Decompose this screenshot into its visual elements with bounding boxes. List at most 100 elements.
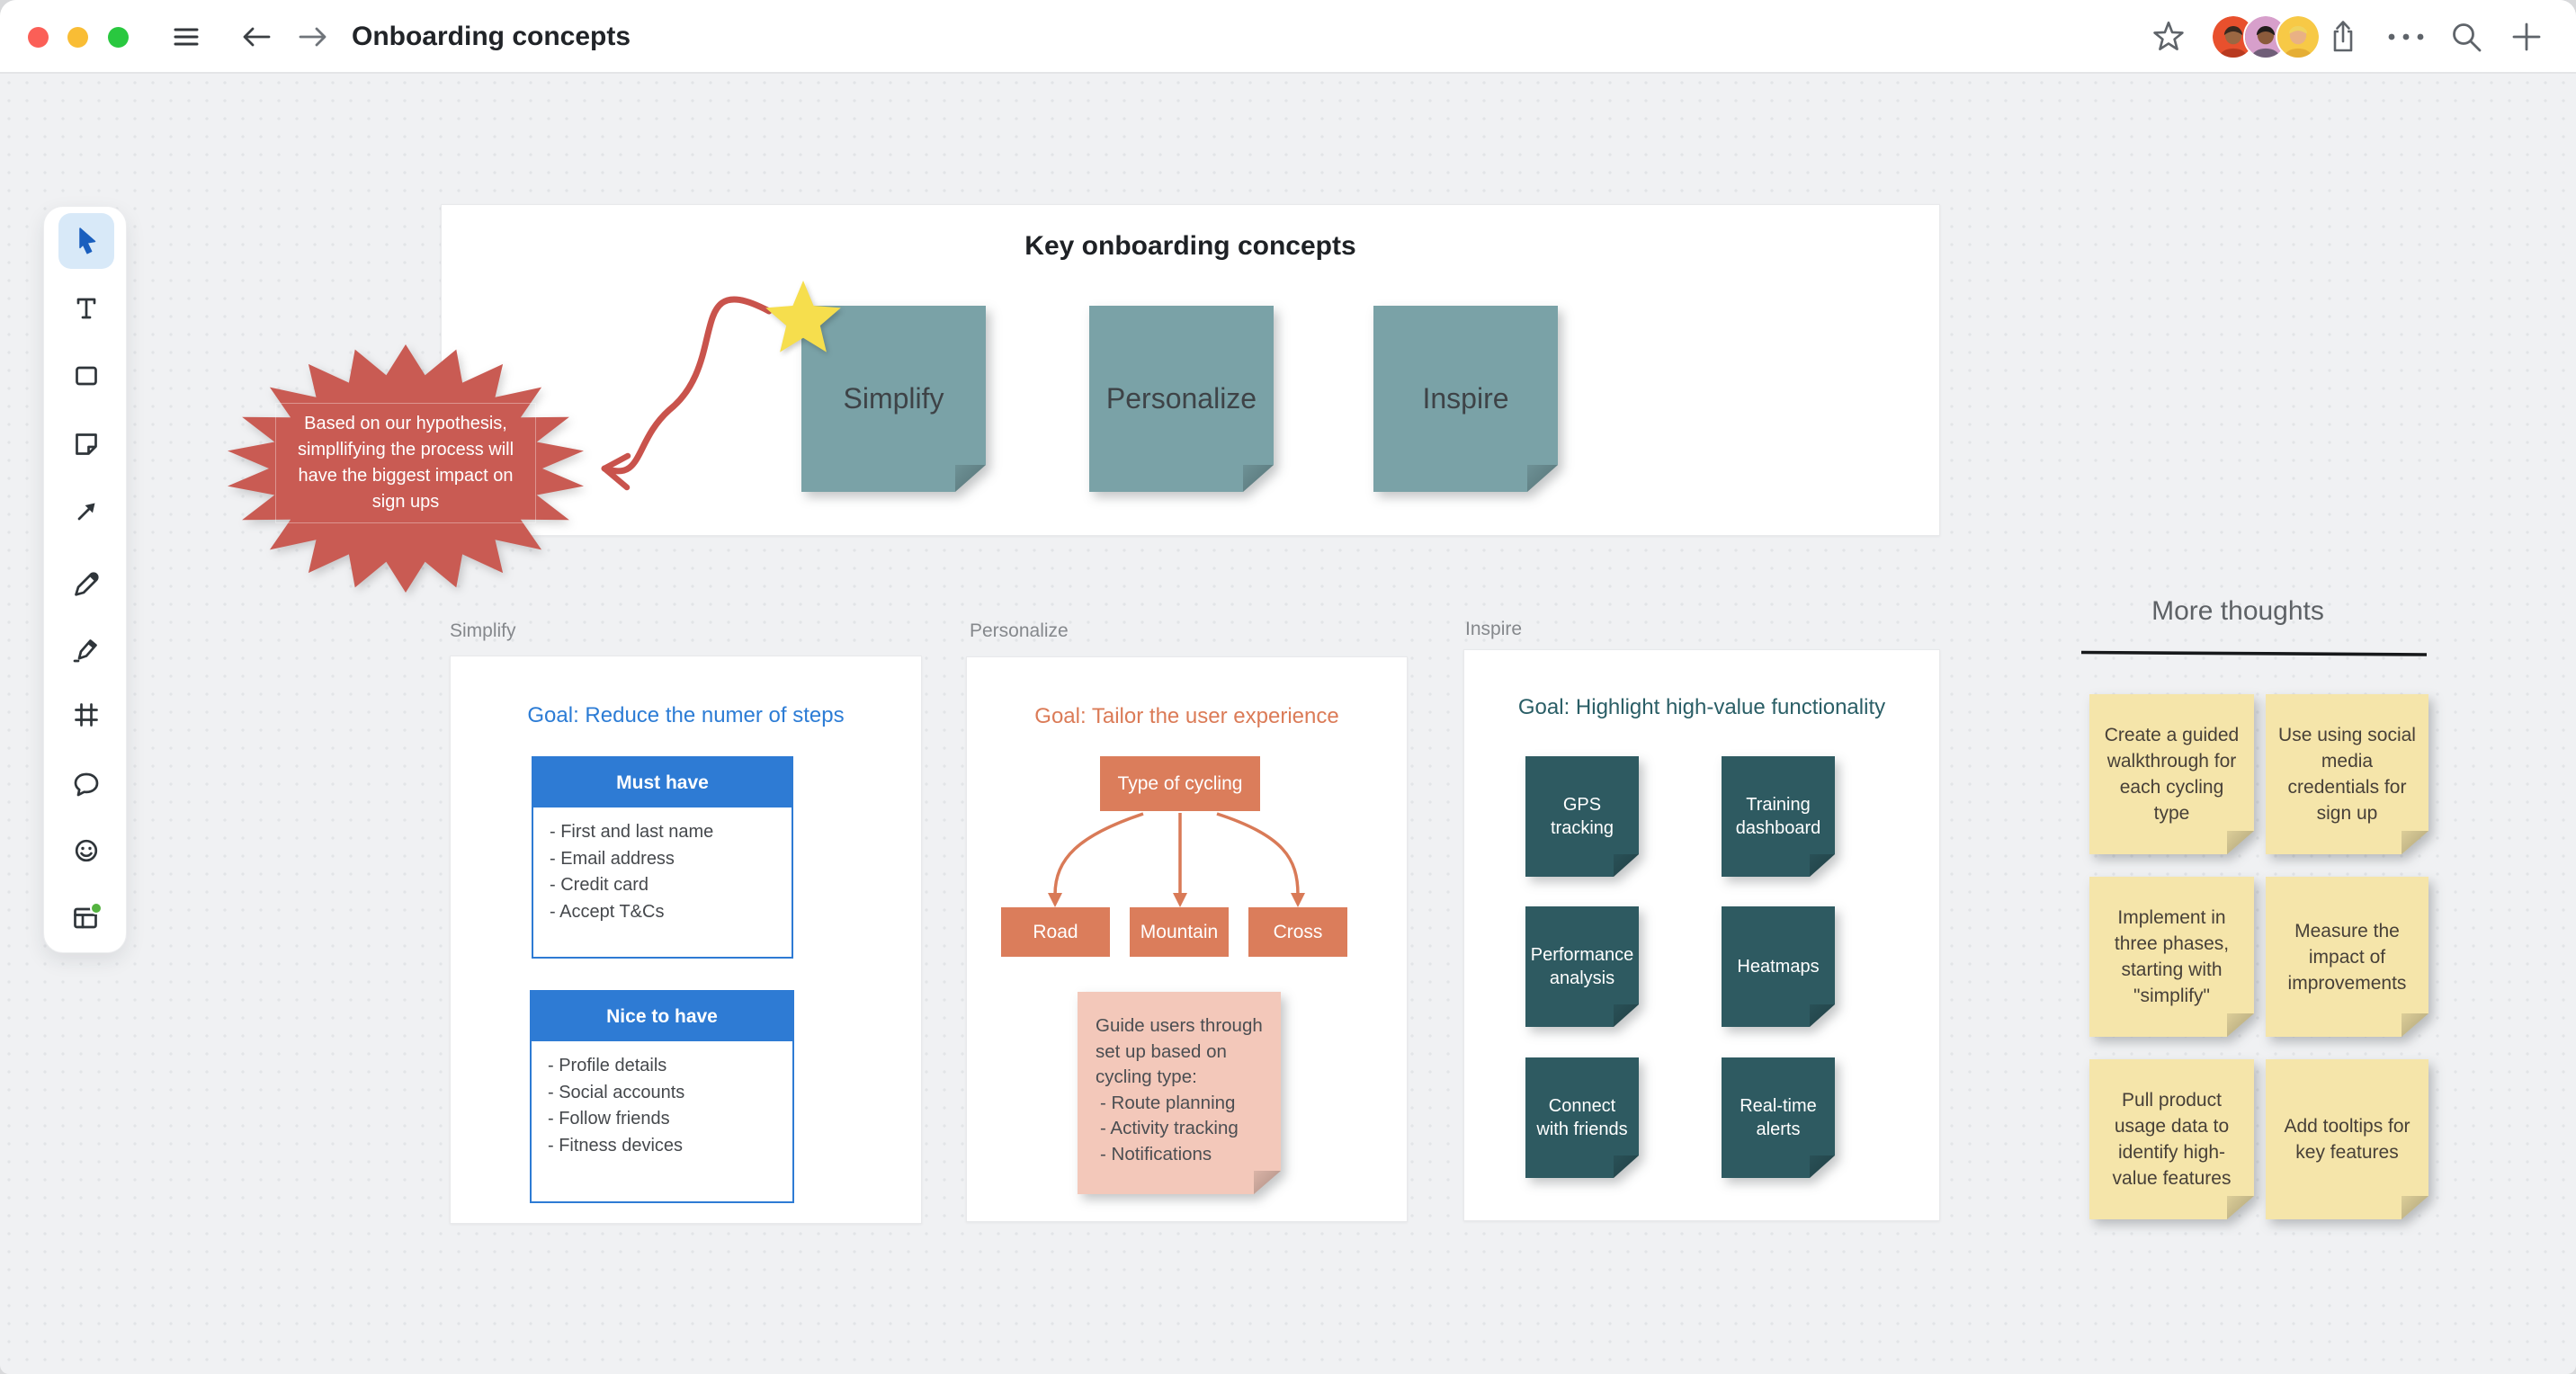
close-button[interactable] xyxy=(28,27,49,48)
sticky-note-personalize[interactable]: Personalize xyxy=(1089,306,1274,492)
flow-box-cross[interactable]: Cross xyxy=(1248,907,1347,957)
note-label: GPS tracking xyxy=(1550,795,1614,838)
hypothesis-text[interactable]: Based on our hypothesis, simpllifying th… xyxy=(275,403,536,523)
flow-box-road[interactable]: Road xyxy=(1001,907,1110,957)
flow-root-box[interactable]: Type of cycling xyxy=(1100,756,1260,811)
tool-shape[interactable] xyxy=(44,343,128,410)
must-have-header: Must have xyxy=(533,758,792,807)
note-label: Inspire xyxy=(1422,382,1509,415)
note-paper xyxy=(1089,306,1274,492)
star-shape[interactable] xyxy=(760,277,846,363)
text-icon xyxy=(76,298,95,319)
simplify-frame[interactable]: Goal: Reduce the numer of steps Must hav… xyxy=(450,656,922,1224)
tool-pen[interactable] xyxy=(44,546,128,613)
note-label: Training dashboard xyxy=(1735,795,1821,838)
tool-templates[interactable] xyxy=(44,885,128,952)
note-label: Pull product usage data to identify high… xyxy=(2112,1090,2232,1189)
sticky-note-heatmaps[interactable]: Heatmaps xyxy=(1722,906,1835,1027)
document-title[interactable]: Onboarding concepts xyxy=(352,22,631,51)
note-label: Connect with friends xyxy=(1536,1096,1628,1139)
sticky-note-simplify[interactable]: Simplify xyxy=(801,306,986,492)
plus-icon xyxy=(2512,22,2541,51)
section-label-simplify[interactable]: Simplify xyxy=(450,620,516,641)
tool-arrow[interactable] xyxy=(44,477,128,545)
sticky-note-social-credentials[interactable]: Use using social media credentials for s… xyxy=(2266,694,2428,854)
share-icon xyxy=(2333,21,2353,52)
tool-frame[interactable] xyxy=(44,682,128,749)
note-label: Simplify xyxy=(843,382,944,415)
diagonal-arrow-icon xyxy=(77,503,94,521)
sticky-note-guided-walkthrough[interactable]: Create a guided walkthrough for each cyc… xyxy=(2089,694,2254,854)
inspire-frame[interactable]: Goal: Highlight high-value functionality… xyxy=(1463,649,1940,1221)
sticky-note-guide-users[interactable]: Guide users through set up based on cycl… xyxy=(1078,992,1281,1194)
nice-to-have-box[interactable]: Nice to have - Profile details - Social … xyxy=(530,990,794,1203)
collaborator-avatar-1[interactable] xyxy=(2211,14,2256,59)
more-thoughts-title[interactable]: More thoughts xyxy=(2151,596,2324,626)
must-have-box[interactable]: Must have - First and last name - Email … xyxy=(532,756,793,959)
avatar-1-image xyxy=(2213,16,2254,58)
menu-button[interactable] xyxy=(167,0,205,74)
note-label: Add tooltips for key features xyxy=(2284,1116,2411,1163)
zoom-button[interactable] xyxy=(108,27,129,48)
arrow-left-icon xyxy=(243,27,271,47)
tool-emoji[interactable] xyxy=(44,816,128,884)
back-button[interactable] xyxy=(237,0,276,74)
tool-select[interactable] xyxy=(44,207,128,274)
section-label-inspire[interactable]: Inspire xyxy=(1465,619,1523,639)
must-have-items: - First and last name - Email address - … xyxy=(550,822,714,922)
sticky-note-measure-impact[interactable]: Measure the impact of improvements xyxy=(2266,877,2428,1037)
sticky-note-tooltips[interactable]: Add tooltips for key features xyxy=(2266,1059,2428,1219)
simplify-goal-text[interactable]: Goal: Reduce the numer of steps xyxy=(527,703,845,727)
cursor-icon xyxy=(78,227,95,254)
hypothesis-starburst-shape[interactable] xyxy=(221,340,590,597)
minimize-button[interactable] xyxy=(67,27,88,48)
note-paper xyxy=(1373,306,1558,492)
note-label: Personalize xyxy=(1105,382,1257,415)
collaborator-avatar-2[interactable] xyxy=(2243,14,2288,59)
note-text: Guide users through set up based on cycl… xyxy=(1096,1015,1263,1164)
tool-highlighter[interactable] xyxy=(44,613,128,681)
sticky-note-gps-tracking[interactable]: GPS tracking xyxy=(1525,756,1639,877)
share-button[interactable] xyxy=(2322,0,2364,74)
sticky-note-connect-with-friends[interactable]: Connect with friends xyxy=(1525,1057,1639,1178)
sticky-note-performance-analysis[interactable]: Performance analysis xyxy=(1525,906,1639,1027)
sticky-note-inspire[interactable]: Inspire xyxy=(1373,306,1558,492)
flow-box-mountain[interactable]: Mountain xyxy=(1130,907,1229,957)
arrow-right-icon xyxy=(299,27,326,47)
forward-button[interactable] xyxy=(293,0,333,74)
sticky-note-realtime-alerts[interactable]: Real-time alerts xyxy=(1722,1057,1835,1178)
sticky-note-usage-data[interactable]: Pull product usage data to identify high… xyxy=(2089,1059,2254,1219)
tool-text[interactable] xyxy=(44,274,128,342)
note-label: Create a guided walkthrough for each cyc… xyxy=(2104,725,2240,824)
section-label-personalize[interactable]: Personalize xyxy=(970,620,1069,641)
key-frame-title[interactable]: Key onboarding concepts xyxy=(1024,231,1356,261)
tool-sticky-note[interactable] xyxy=(44,410,128,477)
note-label: Performance analysis xyxy=(1530,945,1634,988)
whiteboard-canvas[interactable]: Key onboarding concepts Simplify Persona… xyxy=(0,74,2576,1374)
more-button[interactable] xyxy=(2385,0,2427,74)
highlighter-icon xyxy=(73,638,97,663)
note-label: Measure the impact of improvements xyxy=(2287,920,2407,994)
emoji-icon xyxy=(75,839,97,862)
more-thoughts-underline[interactable] xyxy=(2081,650,2427,657)
collaborator-avatar-3[interactable] xyxy=(2276,14,2321,59)
note-paper xyxy=(1078,992,1281,1194)
new-badge xyxy=(89,902,103,915)
note-label: Use using social media credentials for s… xyxy=(2278,725,2416,824)
search-button[interactable] xyxy=(2445,0,2488,74)
personalize-frame[interactable]: Goal: Tailor the user experience Type of… xyxy=(966,656,1408,1222)
avatar-2-image xyxy=(2245,16,2286,58)
favorite-button[interactable] xyxy=(2148,0,2189,74)
nice-to-have-items: - Profile details - Social accounts - Fo… xyxy=(548,1056,685,1155)
tool-comment[interactable] xyxy=(44,749,128,816)
selected-tool-highlight xyxy=(58,212,114,269)
inspire-goal-text[interactable]: Goal: Highlight high-value functionality xyxy=(1517,695,1886,719)
sticky-note-training-dashboard[interactable]: Training dashboard xyxy=(1722,756,1835,877)
nice-to-have-header: Nice to have xyxy=(532,992,792,1041)
tools-panel xyxy=(43,206,127,953)
personalize-goal-text[interactable]: Goal: Tailor the user experience xyxy=(1034,704,1339,728)
connector-arrow[interactable] xyxy=(576,252,818,495)
sticky-note-three-phases[interactable]: Implement in three phases, starting with… xyxy=(2089,877,2254,1037)
new-board-button[interactable] xyxy=(2506,0,2547,74)
